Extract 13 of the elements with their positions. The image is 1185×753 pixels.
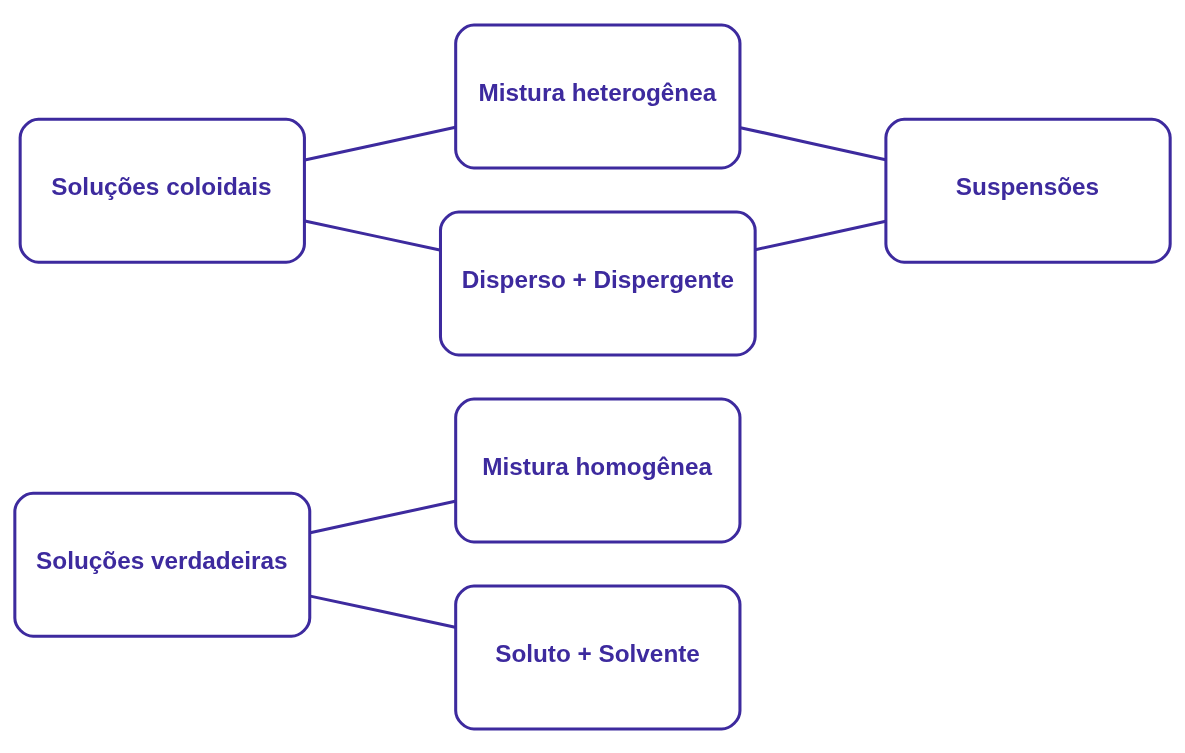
node-box: Soluto + Solvente	[454, 584, 742, 730]
node-box: Soluções verdadeiras	[13, 491, 312, 638]
connector	[309, 499, 456, 534]
connector	[304, 219, 441, 251]
connector	[304, 125, 456, 162]
node-box: Mistura homogênea	[454, 397, 742, 543]
connector	[755, 219, 887, 251]
connector	[740, 125, 886, 161]
node-box: Soluções coloidais	[18, 117, 306, 264]
node-box: Suspensões	[884, 117, 1172, 264]
connector	[309, 594, 456, 629]
node-box: Disperso + Dispergente	[438, 210, 757, 356]
node-box: Mistura heterogênea	[454, 23, 742, 169]
